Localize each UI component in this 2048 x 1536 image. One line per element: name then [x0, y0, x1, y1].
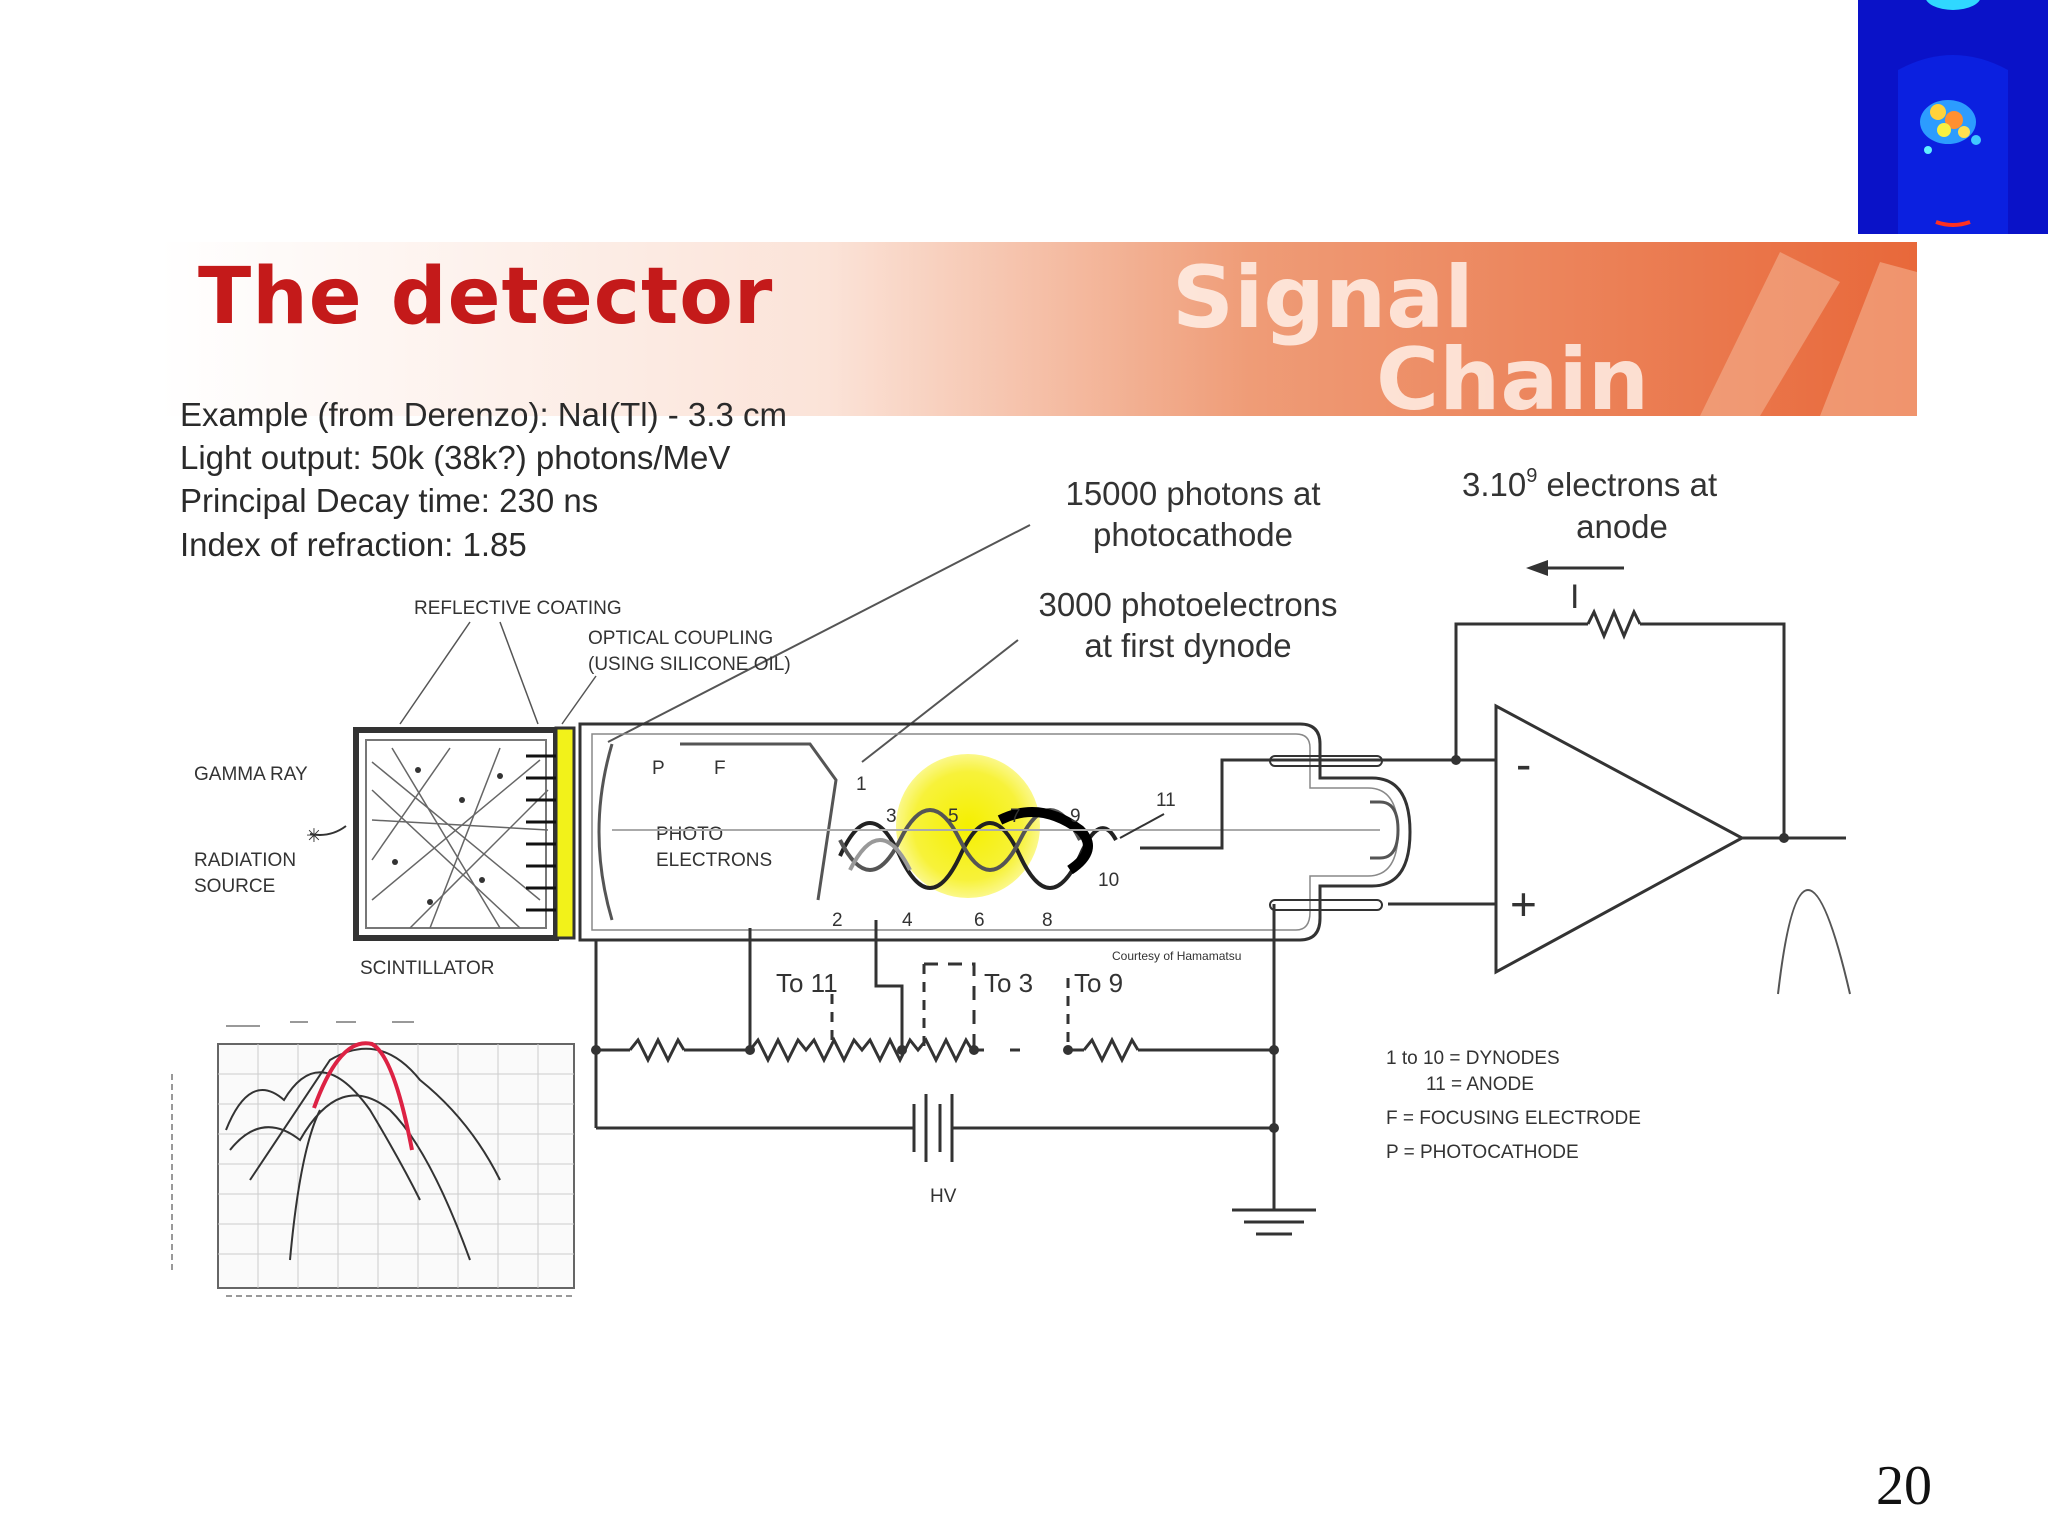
leader-reflective-2 — [499, 621, 539, 725]
label-f: F — [714, 758, 726, 779]
spectral-response-inset — [171, 1021, 575, 1297]
spec-decay-time: Principal Decay time: 230 ns — [180, 482, 599, 519]
output-pulse — [1777, 888, 1851, 995]
page-number: 20 — [1876, 1455, 1932, 1517]
spec-crystal: Example (from Derenzo): NaI(Tl) - 3.3 cm — [180, 396, 787, 433]
current-label: I — [1570, 578, 1579, 616]
label-photo: PHOTO — [656, 824, 723, 845]
label-p: P — [652, 758, 665, 779]
callout-photons-line1: 15000 photons at — [1065, 475, 1320, 512]
hv-battery — [908, 1094, 962, 1162]
opamp-plus: + — [1510, 878, 1537, 930]
label-to-9: To 9 — [1074, 968, 1123, 998]
banner-word-chain: Chain — [1376, 330, 1650, 430]
dynode-3: 3 — [886, 806, 897, 827]
dynode-7: 7 — [1010, 806, 1021, 827]
photocathode — [597, 743, 614, 921]
inset-curves — [225, 1041, 501, 1261]
label-scintillator: SCINTILLATOR — [360, 958, 494, 979]
anode-leader — [1119, 813, 1165, 839]
label-radiation-2: SOURCE — [194, 876, 275, 897]
spec-refraction: Index of refraction: 1.85 — [180, 526, 527, 563]
label-hv: HV — [930, 1186, 957, 1207]
feedback-wire-left — [1454, 622, 1588, 760]
output-node — [1779, 833, 1789, 843]
light-ray-paths — [371, 747, 549, 929]
legend-focusing: F = FOCUSING ELECTRODE — [1386, 1108, 1641, 1129]
label-reflective-coating: REFLECTIVE COATING — [414, 598, 622, 619]
callout-electrons-line2: anode — [1576, 508, 1668, 545]
pet-scan-thumbnail — [1858, 0, 2048, 234]
junction-dots — [591, 1045, 1279, 1133]
label-electrons: ELECTRONS — [656, 850, 772, 871]
feedback-resistor — [1586, 608, 1642, 640]
legend-photocathode: P = PHOTOCATHODE — [1386, 1142, 1579, 1163]
callout-electrons-exponent: 9 — [1526, 465, 1537, 487]
inset-grid — [218, 1044, 574, 1288]
banner-word-signal: Signal — [1172, 248, 1474, 348]
label-to-11: To 11 — [776, 968, 838, 998]
source-marker: ✳ — [306, 826, 322, 847]
legend-anode: 11 = ANODE — [1426, 1074, 1534, 1095]
label-optical-coupling-1: OPTICAL COUPLING — [588, 628, 773, 649]
opamp-triangle — [1494, 703, 1746, 975]
title-banner — [160, 242, 1917, 416]
dynode-9: 9 — [1070, 806, 1081, 827]
anode-pin-bottom — [1269, 899, 1383, 911]
label-optical-coupling-2: (USING SILICONE OIL) — [588, 654, 791, 675]
leader-photons — [607, 524, 1031, 743]
callout-electrons-prefix: 3.10 — [1462, 466, 1526, 503]
leader-photoelectrons — [861, 639, 1019, 763]
coupling-arrows — [526, 754, 556, 912]
dynode-1: 1 — [856, 774, 867, 795]
slide-title: The detector — [198, 252, 774, 342]
signal-wire — [1140, 758, 1388, 850]
callout-electrons-suffix: electrons at — [1537, 466, 1717, 503]
inset-axis-text — [171, 1021, 574, 1297]
dynode-10: 10 — [1098, 870, 1119, 891]
callout-photoelectrons-line1: 3000 photoelectrons — [1038, 586, 1337, 623]
ground-symbol — [1232, 1208, 1316, 1236]
label-radiation-1: RADIATION — [194, 850, 296, 871]
label-courtesy: Courtesy of Hamamatsu — [1112, 949, 1241, 963]
anode — [1370, 800, 1400, 860]
opamp-minus: - — [1516, 738, 1531, 790]
reflective-coating — [365, 739, 547, 929]
dynode-6: 6 — [974, 910, 985, 931]
dynode-2: 2 — [832, 910, 843, 931]
legend-dynodes: 1 to 10 = DYNODES — [1386, 1048, 1560, 1069]
spec-light-output: Light output: 50k (38k?) photons/MeV — [180, 439, 731, 476]
leader-reflective-1 — [399, 621, 471, 725]
scintillator-crystal — [353, 727, 559, 941]
feedback-wire-right — [1640, 622, 1786, 838]
gamma-ray-path — [309, 825, 347, 836]
dynode-11: 11 — [1156, 790, 1176, 811]
inverting-node — [1451, 755, 1461, 765]
dynode-8: 8 — [1042, 910, 1053, 931]
callout-photoelectrons-line2: at first dynode — [1084, 627, 1291, 664]
optical-coupling-layer — [554, 726, 576, 940]
dynode-5: 5 — [948, 806, 959, 827]
leader-optical — [561, 675, 597, 725]
pmt-tube — [578, 722, 1412, 942]
label-to-3: To 3 — [984, 968, 1033, 998]
photon-arrowheads — [392, 767, 503, 905]
dynode-4: 4 — [902, 910, 913, 931]
focusing-electrode — [680, 742, 838, 901]
callout-electrons-line1: 3.109 electrons at — [1462, 465, 1717, 503]
voltage-divider — [594, 904, 1276, 1196]
callout-photons-line2: photocathode — [1093, 516, 1293, 553]
label-gamma-ray: GAMMA RAY — [194, 764, 308, 785]
current-arrowhead — [1526, 560, 1548, 576]
